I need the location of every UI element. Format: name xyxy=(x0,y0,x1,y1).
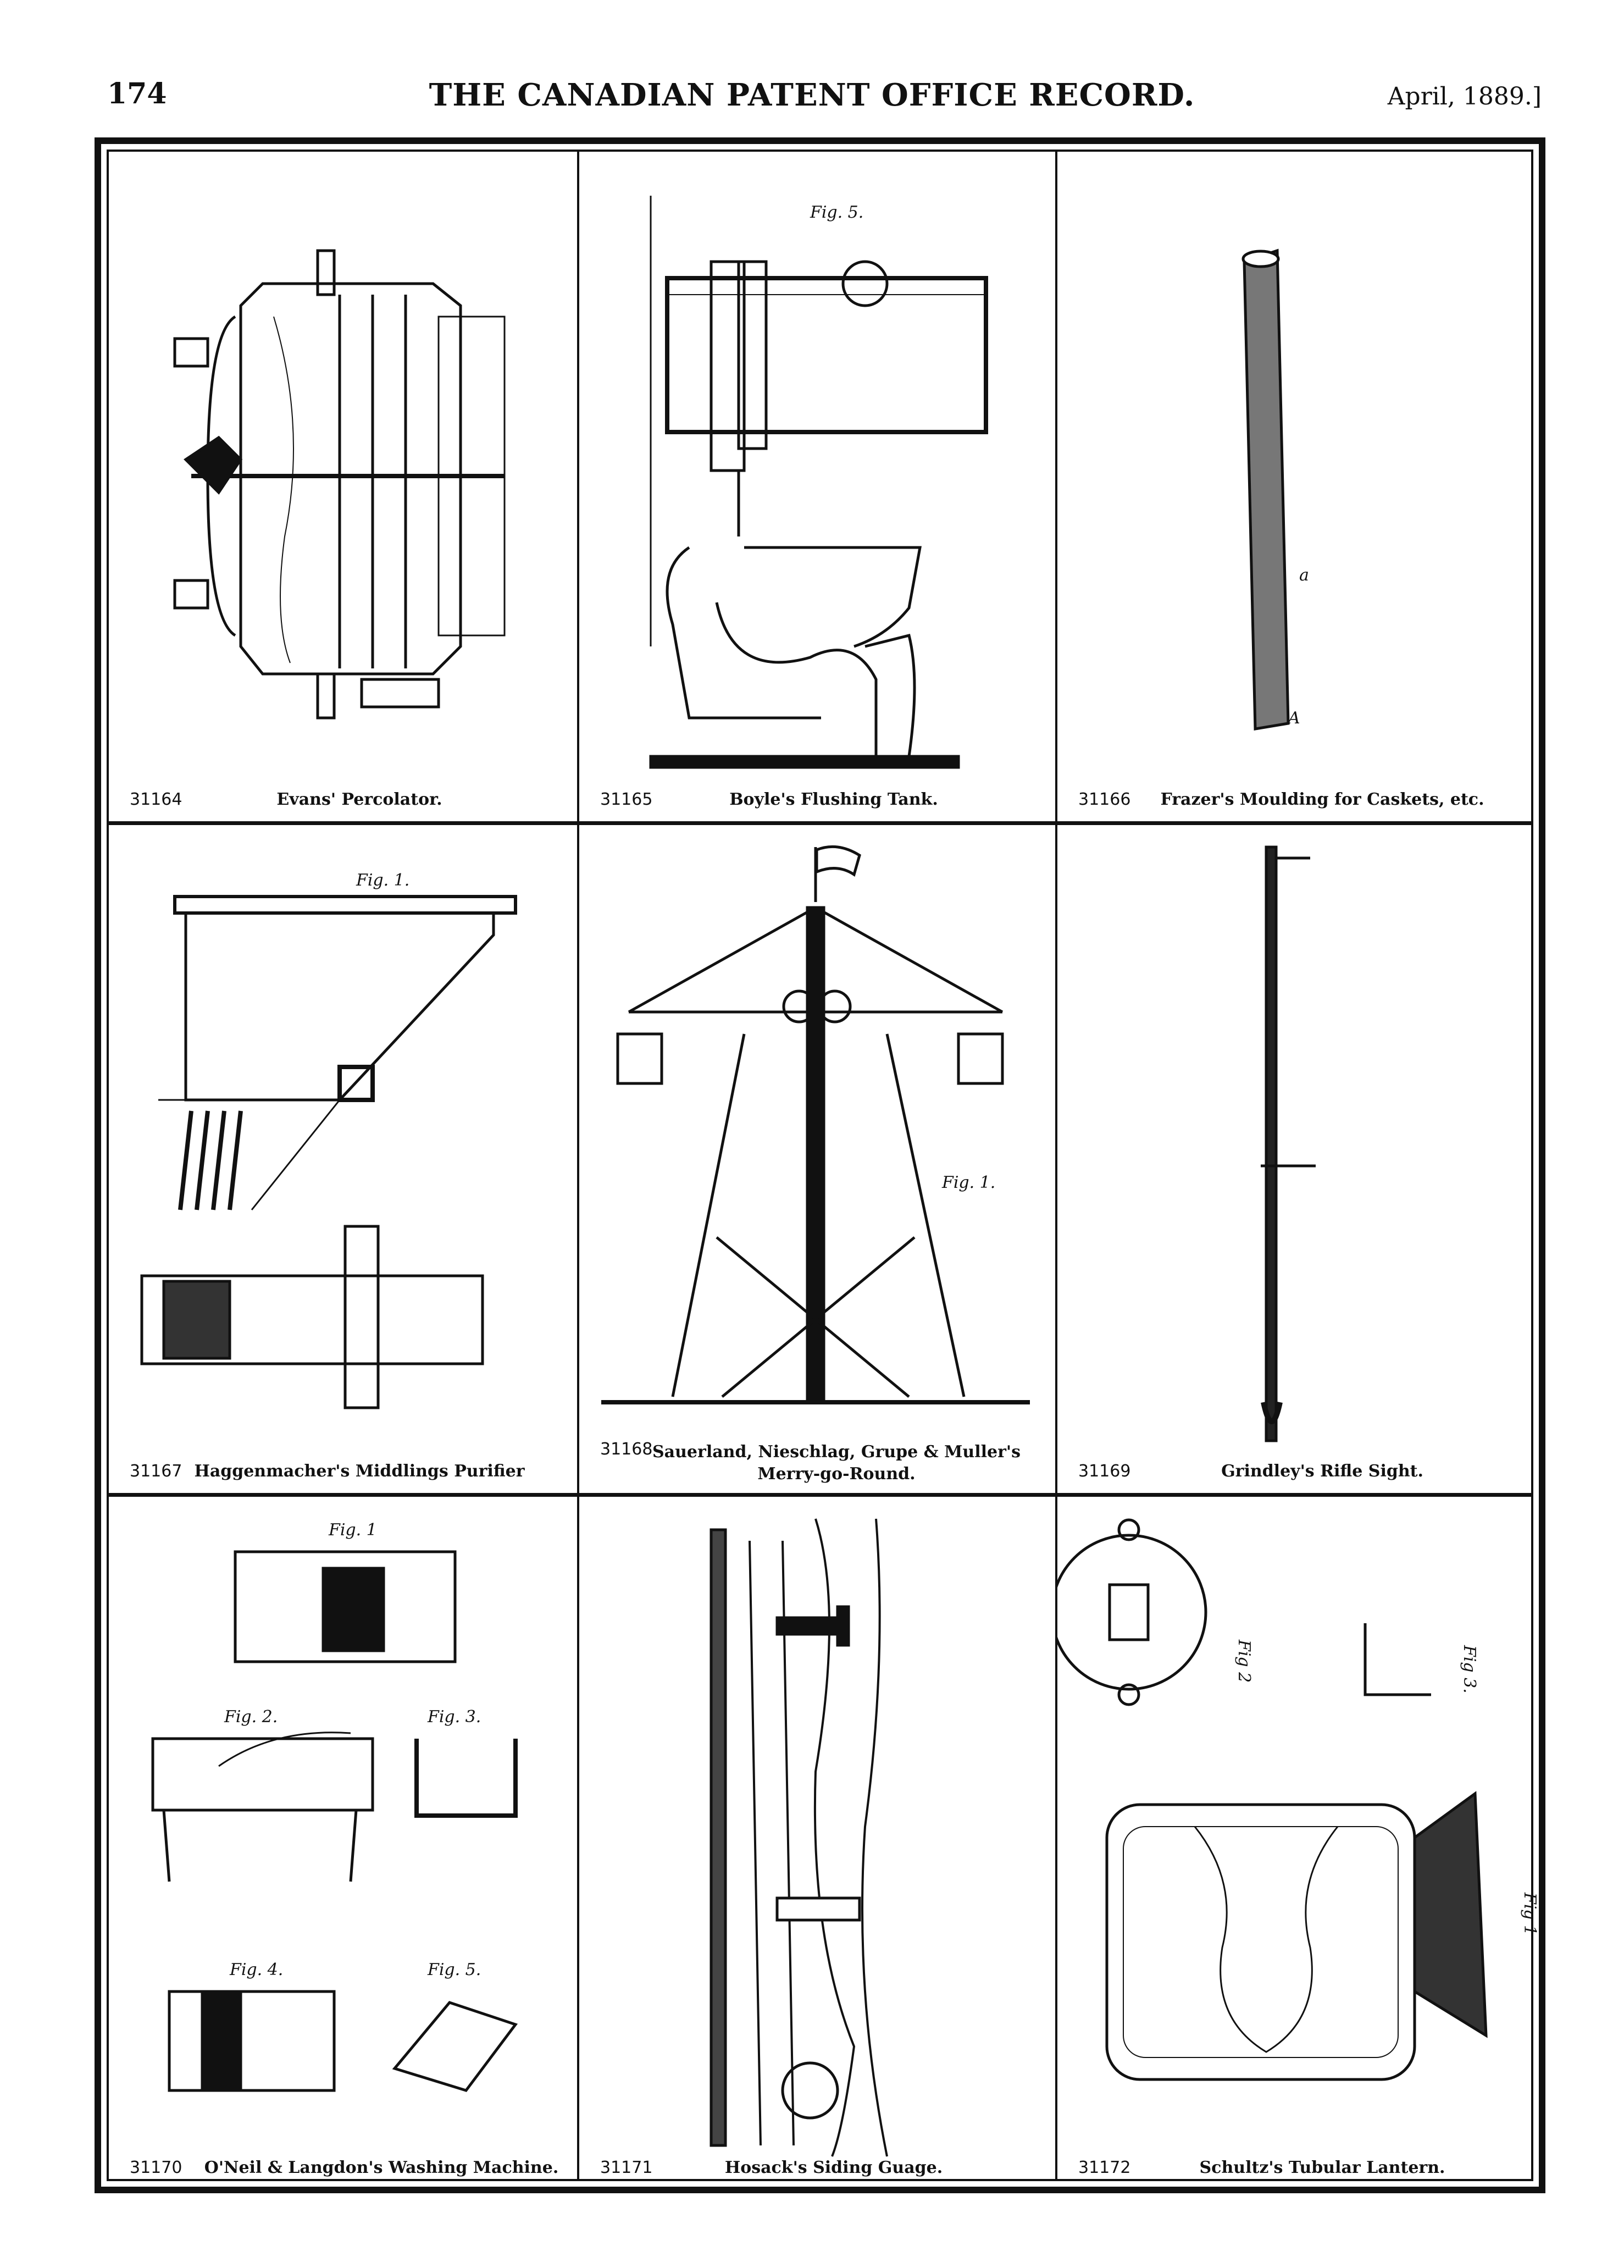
svg-text:A: A xyxy=(1287,709,1300,728)
figure-label: Fig. 1. xyxy=(356,871,409,890)
caption: 31166 Frazer's Moulding for Caskets, etc. xyxy=(1057,790,1554,809)
svg-text:a: a xyxy=(1299,566,1309,585)
rifle-sight-drawing xyxy=(1261,845,1316,1442)
patent-number: 31170 xyxy=(130,2158,182,2177)
patent-title: Frazer's Moulding for Caskets, etc. xyxy=(1160,790,1484,809)
figure-label: Fig. 1. xyxy=(941,1173,995,1192)
patent-title: Schultz's Tubular Lantern. xyxy=(1199,2158,1445,2177)
figure-label: Fig. 5. xyxy=(427,1960,481,1979)
caption: 31171 Hosack's Siding Guage. xyxy=(579,2158,1055,2177)
flushing-tank-drawing: Fig. 5. xyxy=(649,196,988,769)
row-divider xyxy=(109,1493,1531,1497)
issue-date: April, 1889.] xyxy=(1387,82,1542,110)
caption: 31168 Sauerland, Nieschlag, Grupe & Mull… xyxy=(579,1440,1055,1485)
patent-31167: Fig. 1. 31167 Haggenmacher's Middlings Pu… xyxy=(109,825,577,1493)
figure-label: Fig 3. xyxy=(1460,1645,1479,1694)
caption: 31172 Schultz's Tubular Lantern. xyxy=(1057,2158,1554,2177)
caption: 31169 Grindley's Rifle Sight. xyxy=(1057,1462,1554,1481)
patent-31172: Fig 2 Fig 3. Fig 1 31172 Schultz's Tubula… xyxy=(1057,1497,1554,2189)
patent-title: Hosack's Siding Guage. xyxy=(724,2158,943,2177)
patent-number: 31166 xyxy=(1078,790,1131,809)
patent-number: 31172 xyxy=(1078,2158,1131,2177)
patent-31165: Fig. 5. 31165 Boyle's Flushing Tank. xyxy=(579,152,1055,821)
patent-number: 31165 xyxy=(600,790,653,809)
patent-number: 31169 xyxy=(1078,1462,1131,1481)
patent-title: Sauerland, Nieschlag, Grupe & Muller's M… xyxy=(652,1442,1021,1484)
patent-31169: 31169 Grindley's Rifle Sight. xyxy=(1057,825,1554,1493)
caption: 31164 Evans' Percolator. xyxy=(109,790,577,809)
caption: 31165 Boyle's Flushing Tank. xyxy=(579,790,1055,809)
patent-title: Grindley's Rifle Sight. xyxy=(1221,1462,1423,1481)
patent-31171: 31171 Hosack's Siding Guage. xyxy=(579,1497,1055,2189)
page-title: THE CANADIAN PATENT OFFICE RECORD. xyxy=(429,77,1195,113)
row-divider xyxy=(109,821,1531,825)
plate-frame: 31164 Evans' Percolator. Fig. 5. 31165 Boy… xyxy=(95,137,1545,2193)
column-divider xyxy=(577,152,579,2179)
column-divider xyxy=(1055,152,1057,2179)
caption: 31170 O'Neil & Langdon's Washing Machine. xyxy=(109,2158,577,2177)
figure-label: Fig 2 xyxy=(1234,1639,1254,1683)
plate-grid: 31164 Evans' Percolator. Fig. 5. 31165 Boy… xyxy=(107,150,1539,2181)
patent-31166: a A 31166 Frazer's Moulding for Caskets, … xyxy=(1057,152,1554,821)
patent-title: Evans' Percolator. xyxy=(276,790,442,809)
patent-number: 31171 xyxy=(600,2158,653,2177)
figure-label: Fig 1 xyxy=(1520,1892,1539,1935)
figure-label: Fig. 5. xyxy=(810,203,863,222)
patent-title: Boyle's Flushing Tank. xyxy=(729,790,938,809)
figure-label: Fig. 3. xyxy=(427,1707,481,1727)
patent-number: 31168 xyxy=(600,1440,653,1459)
patent-title: Haggenmacher's Middlings Purifier xyxy=(194,1462,525,1481)
patent-number: 31164 xyxy=(130,790,182,809)
merry-go-round-drawing: Fig. 1. xyxy=(601,845,1030,1404)
middlings-purifier-drawing: Fig. 1. xyxy=(140,871,517,1409)
patent-title: O'Neil & Langdon's Washing Machine. xyxy=(204,2158,559,2177)
figure-label: Fig. 1 xyxy=(328,1520,377,1540)
patent-number: 31167 xyxy=(130,1462,182,1481)
washing-machine-drawing: Fig. 1 Fig. 2. Fig. 3. Fig. 4. Fig. 5. xyxy=(151,1520,518,2092)
percolator-drawing xyxy=(173,249,506,720)
caption: 31167 Haggenmacher's Middlings Purifier xyxy=(109,1462,577,1481)
patent-31168: Fig. 1. 31168 Sauerland, Nieschlag, Grup… xyxy=(579,825,1055,1493)
tubular-lantern-drawing: Fig 2 Fig 3. Fig 1 xyxy=(1057,1518,1539,2081)
patent-31170: Fig. 1 Fig. 2. Fig. 3. Fig. 4. Fig. 5. 3… xyxy=(109,1497,577,2189)
figure-label: Fig. 4. xyxy=(229,1960,283,1979)
siding-gauge-drawing xyxy=(710,1518,888,2157)
casket-moulding-drawing: a A xyxy=(1241,248,1309,731)
patent-31164: 31164 Evans' Percolator. xyxy=(109,152,577,821)
page-number: 174 xyxy=(107,77,167,110)
figure-label: Fig. 2. xyxy=(224,1707,278,1727)
